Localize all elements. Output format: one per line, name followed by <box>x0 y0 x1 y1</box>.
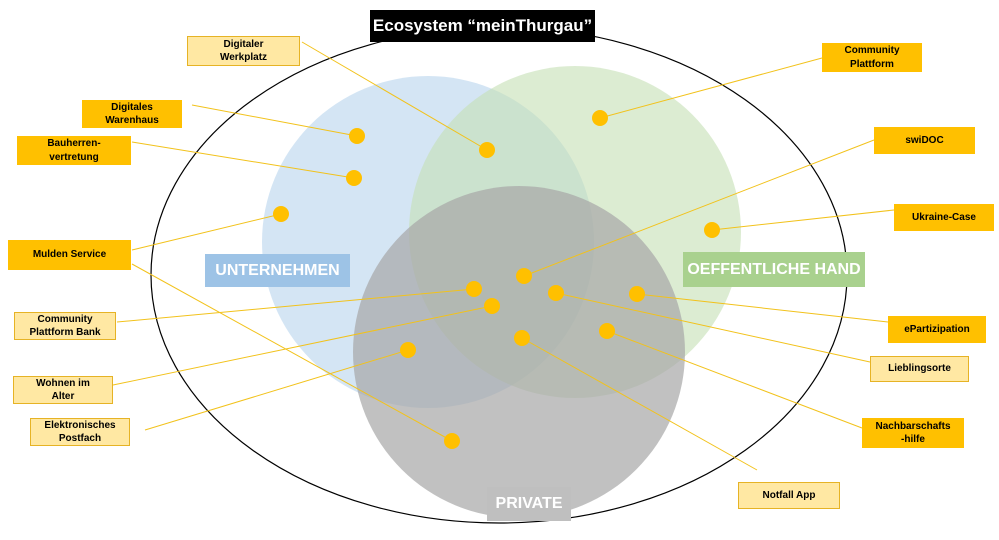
connector-wohnen-im-alter <box>112 305 493 386</box>
connector-lieblingsorte <box>555 292 871 363</box>
connector-bauherrenvertretung <box>131 141 355 179</box>
connector-mulden-service-a <box>131 213 282 251</box>
project-dots <box>273 110 720 449</box>
callout-notfall-app: Notfall App <box>738 482 840 509</box>
connector-lines <box>112 41 895 471</box>
connector-ukraine-case <box>711 209 895 231</box>
callout-bauherrenvertretung: Bauherren-vertretung <box>17 136 131 165</box>
connector-community-plattform-bank <box>116 288 475 323</box>
dot-ukraine-case <box>704 222 720 238</box>
callout-mulden-service: Mulden Service <box>8 240 131 270</box>
dot-notfall-app <box>514 330 530 346</box>
dot-wohnen-im-alter <box>484 298 500 314</box>
connector-epartizipation <box>636 293 889 323</box>
dot-mulden-service-a <box>273 206 289 222</box>
callout-ukraine-case: Ukraine-Case <box>894 204 994 231</box>
dot-mulden-service-b <box>444 433 460 449</box>
connector-digitales-warenhaus <box>191 104 358 137</box>
dot-digitales-warenhaus <box>349 128 365 144</box>
private-circle <box>353 186 685 518</box>
connector-community-plattform <box>599 57 823 119</box>
dot-community-plattform-bank <box>466 281 482 297</box>
callout-nachbarschaftshilfe: Nachbarschafts-hilfe <box>862 418 964 448</box>
callout-epartizipation: ePartizipation <box>888 316 986 343</box>
dot-digitaler-werkplatz <box>479 142 495 158</box>
connector-nachbarschaftshilfe <box>606 330 863 429</box>
dot-epartizipation <box>629 286 645 302</box>
dot-elektronisches-postfach <box>400 342 416 358</box>
dot-swidoc <box>516 268 532 284</box>
oeffentliche-hand-label: OEFFENTLICHE HAND <box>683 252 865 287</box>
callout-swidoc: swiDOC <box>874 127 975 154</box>
connector-elektronisches-postfach <box>144 349 409 431</box>
connector-mulden-service-b <box>131 263 453 442</box>
dot-bauherrenvertretung <box>346 170 362 186</box>
connector-swidoc <box>523 139 875 277</box>
callout-lieblingsorte: Lieblingsorte <box>870 356 969 382</box>
connector-digitaler-werkplatz <box>301 41 488 151</box>
dot-community-plattform <box>592 110 608 126</box>
private-label: PRIVATE <box>487 487 571 521</box>
dot-nachbarschaftshilfe <box>599 323 615 339</box>
dot-lieblingsorte <box>548 285 564 301</box>
diagram-title: Ecosystem “meinThurgau” <box>370 10 595 42</box>
unternehmen-label: UNTERNEHMEN <box>205 254 350 287</box>
connector-notfall-app <box>521 337 758 471</box>
